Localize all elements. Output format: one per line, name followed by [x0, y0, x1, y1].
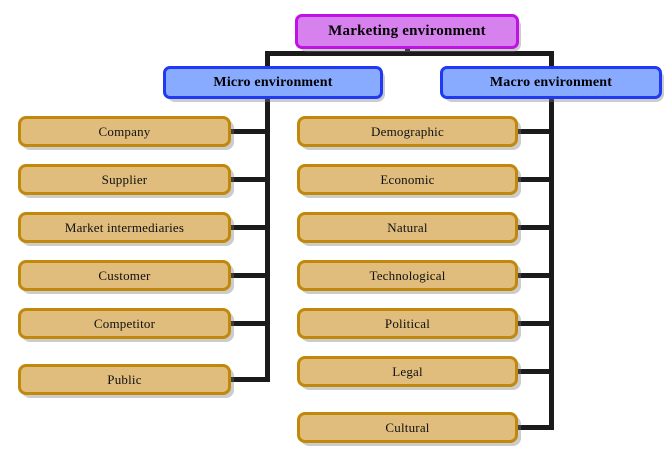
node-micro-environment[interactable]: Micro environment: [163, 66, 383, 99]
node-label: Economic: [380, 172, 435, 187]
connector-macro-spine: [549, 94, 554, 430]
node-label: Legal: [392, 364, 423, 379]
node-supplier[interactable]: Supplier: [18, 164, 231, 195]
connector-rung-left-6: [228, 377, 266, 382]
node-technological[interactable]: Technological: [297, 260, 518, 291]
connector-bus-to-macro: [549, 51, 554, 69]
node-company[interactable]: Company: [18, 116, 231, 147]
node-label: Market intermediaries: [64, 220, 185, 235]
node-label: Cultural: [385, 420, 430, 435]
connector-rung-left-1: [228, 129, 266, 134]
node-label: Supplier: [101, 172, 148, 187]
connector-rung-right-5: [514, 321, 554, 326]
connector-rung-right-3: [514, 225, 554, 230]
node-natural[interactable]: Natural: [297, 212, 518, 243]
connector-rung-right-1: [514, 129, 554, 134]
connector-rung-right-6: [514, 369, 554, 374]
node-label: Customer: [98, 268, 151, 283]
node-label: Political: [384, 316, 431, 331]
connector-bus-to-micro: [265, 51, 270, 69]
node-customer[interactable]: Customer: [18, 260, 231, 291]
node-label: Natural: [387, 220, 428, 235]
node-political[interactable]: Political: [297, 308, 518, 339]
node-label: Micro environment: [213, 74, 333, 90]
node-marketing-environment[interactable]: Marketing environment: [295, 14, 519, 49]
node-macro-environment[interactable]: Macro environment: [440, 66, 662, 99]
connector-rung-left-5: [228, 321, 266, 326]
connector-micro-spine: [265, 94, 270, 382]
connector-rung-left-4: [228, 273, 266, 278]
node-label: Marketing environment: [328, 23, 486, 39]
connector-rung-left-2: [228, 177, 266, 182]
connector-rung-right-7: [514, 425, 554, 430]
node-label: Company: [98, 124, 151, 139]
node-economic[interactable]: Economic: [297, 164, 518, 195]
connector-root-bus: [265, 51, 554, 56]
node-label: Public: [107, 372, 142, 387]
node-market-intermediaries[interactable]: Market intermediaries: [18, 212, 231, 243]
node-cultural[interactable]: Cultural: [297, 412, 518, 443]
node-public[interactable]: Public: [18, 364, 231, 395]
node-label: Demographic: [371, 124, 444, 139]
node-demographic[interactable]: Demographic: [297, 116, 518, 147]
node-legal[interactable]: Legal: [297, 356, 518, 387]
connector-rung-left-3: [228, 225, 266, 230]
connector-rung-right-4: [514, 273, 554, 278]
node-label: Competitor: [93, 316, 156, 331]
node-competitor[interactable]: Competitor: [18, 308, 231, 339]
node-label: Macro environment: [489, 74, 613, 90]
node-label: Technological: [369, 268, 446, 283]
connector-rung-right-2: [514, 177, 554, 182]
